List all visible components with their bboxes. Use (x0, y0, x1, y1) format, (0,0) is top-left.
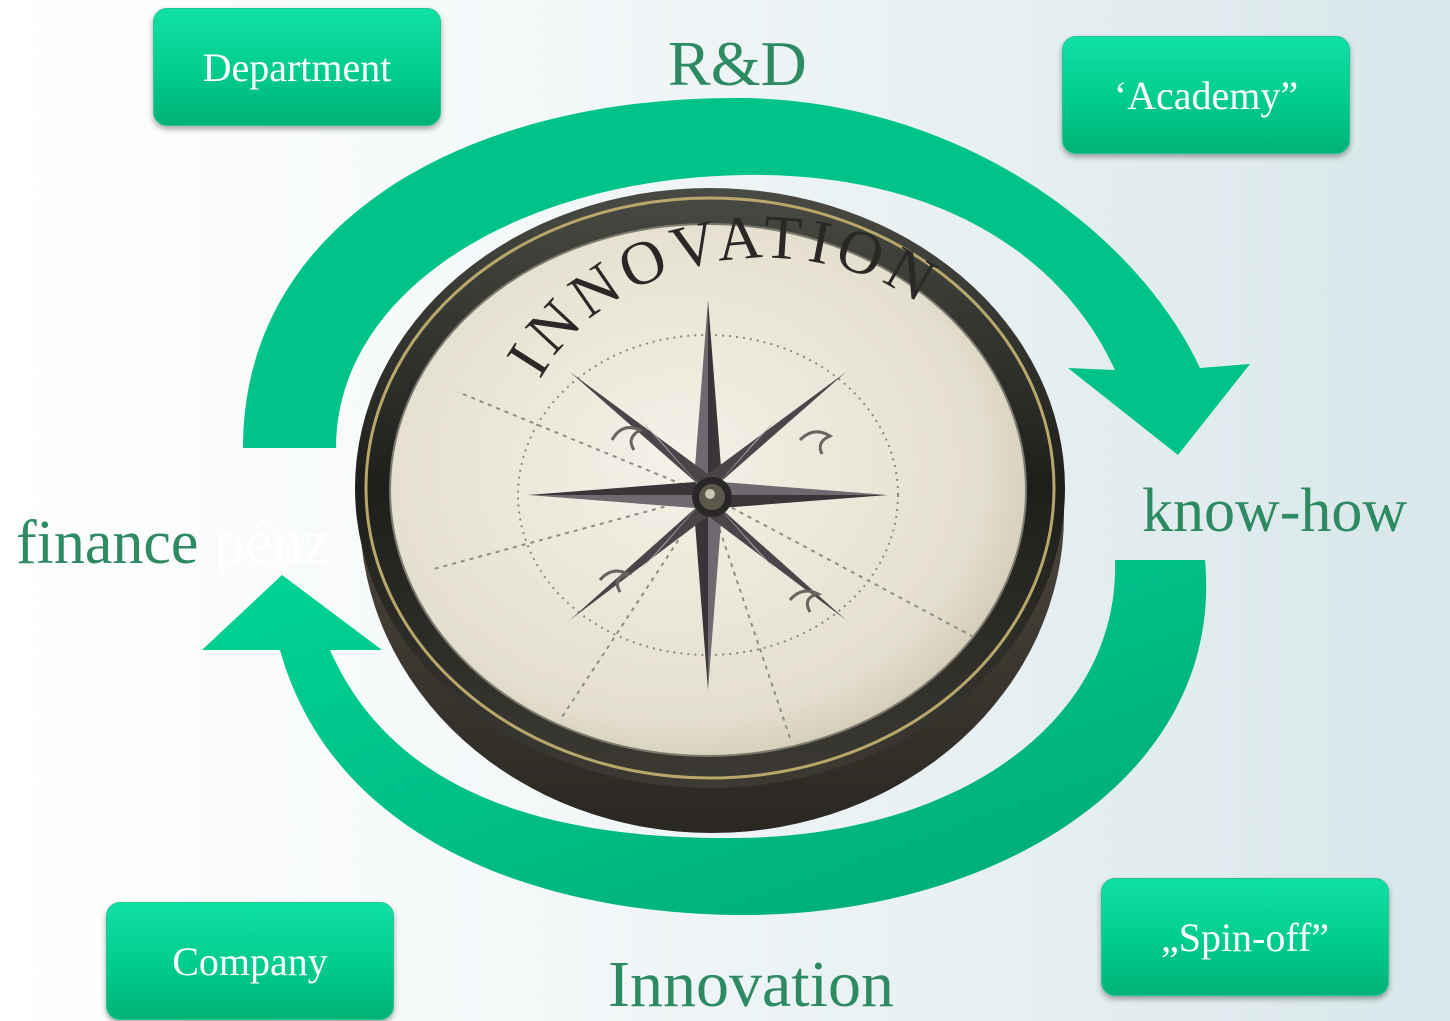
finance-hidden-text: pénz (213, 509, 331, 577)
department-label: Department (202, 44, 392, 90)
finance-text: finance (16, 509, 199, 577)
rd-label: R&D (668, 28, 807, 99)
company-box: Company (106, 902, 394, 1020)
top-cycle-arrow (243, 97, 1250, 455)
compass-rose (528, 300, 888, 690)
academy-label: ‘Academy” (1113, 72, 1299, 118)
innovation-label: Innovation (608, 948, 894, 1021)
bottom-cycle-arrow (202, 560, 1207, 916)
company-label: Company (172, 938, 328, 984)
knowhow-label: know-how (1142, 477, 1408, 545)
finance-label: finance pénz (16, 512, 331, 574)
compass-image (355, 188, 1065, 833)
spinoff-label: „Spin-off” (1160, 914, 1330, 960)
department-box: Department (153, 8, 441, 126)
spinoff-box: „Spin-off” (1101, 878, 1389, 996)
academy-box: ‘Academy” (1062, 36, 1350, 154)
